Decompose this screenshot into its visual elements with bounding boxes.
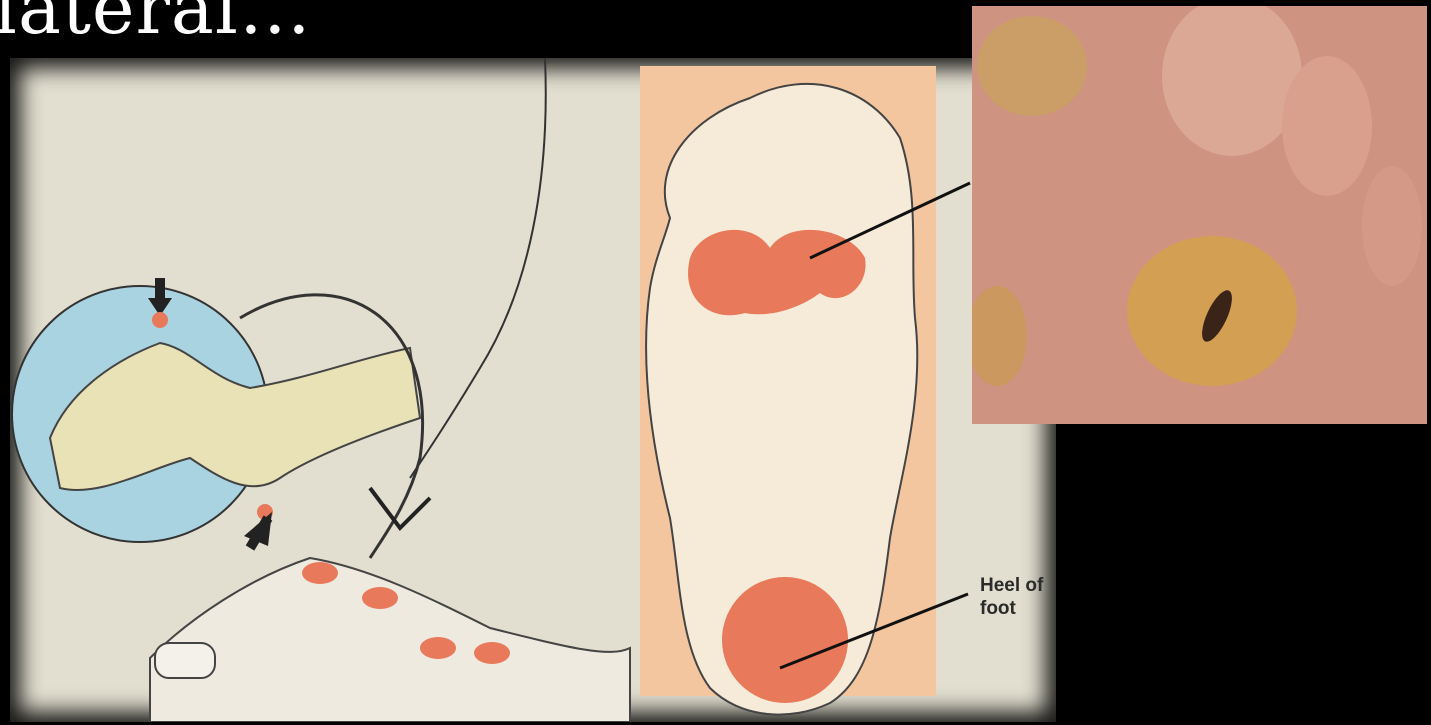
pressure-spark-top — [152, 312, 168, 328]
toes-drawing — [150, 558, 630, 722]
bone-inset — [12, 278, 420, 548]
toenail-icon — [155, 643, 215, 678]
leg-outline-line — [410, 58, 546, 478]
heel-of-foot-label: Heel of foot — [980, 574, 1056, 620]
arrow-up-head-icon — [244, 512, 272, 546]
toe-spot-4 — [474, 642, 510, 664]
foot-illustration: Heel of foot — [10, 58, 1056, 722]
illustration-drawing — [10, 58, 1056, 722]
toe-spot-2 — [362, 587, 398, 609]
callus-spot-small — [977, 16, 1087, 116]
toe-spot-3 — [420, 637, 456, 659]
heel-spot — [722, 577, 848, 703]
toe-shape-2 — [1282, 56, 1372, 196]
photo-drawing — [972, 6, 1427, 424]
toe-spot-1 — [302, 562, 338, 584]
toe-shape-3 — [1362, 166, 1422, 286]
callus-photo — [972, 6, 1427, 424]
slide-title: lateral… — [0, 0, 312, 50]
